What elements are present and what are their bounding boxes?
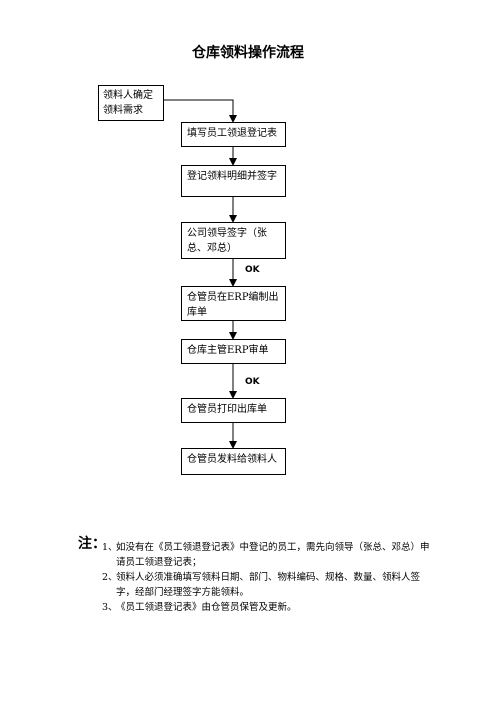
note-number: 3、 — [102, 602, 118, 613]
ok-label-2: OK — [245, 377, 260, 387]
note-text: 领料人必须准确填写领料日期、部门、物料编码、规格、数量、领料人签字，经部门经理签… — [116, 572, 421, 598]
step-box-6: 仓管员打印出库单 — [181, 398, 286, 423]
note-text: 如没有在《员工领退登记表》中登记的员工，需先向领导（张总、邓总）申请员工领退登记… — [116, 542, 430, 568]
start-box: 领料人确定领料需求 — [98, 85, 164, 121]
ok-label-1: OK — [245, 265, 260, 275]
step-box-4: 仓管员在ERP编制出库单 — [181, 286, 286, 321]
page-title: 仓库领料操作流程 — [192, 45, 304, 61]
step-box-3: 公司领导签字（张总、邓总） — [181, 222, 286, 259]
note-number: 2、 — [102, 572, 118, 583]
note-item-2: 2、领料人必须准确填写领料日期、部门、物料编码、规格、数量、领料人签字，经部门经… — [102, 570, 438, 600]
step-box-2: 登记领料明细并签字 — [181, 165, 286, 197]
note-text: 《员工领退登记表》由仓管员保管及更新。 — [116, 602, 297, 613]
notes-label: 注： — [78, 536, 106, 552]
connector-start — [164, 99, 237, 123]
note-item-3: 3、《员工领退登记表》由仓管员保管及更新。 — [102, 600, 438, 615]
step-box-1: 填写员工领退登记表 — [181, 122, 286, 147]
note-item-1: 1、如没有在《员工领退登记表》中登记的员工，需先向领导（张总、邓总）申请员工领退… — [102, 540, 438, 570]
step-box-5: 仓库主管ERP审单 — [181, 339, 286, 364]
step-box-7: 仓管员发料给领料人 — [181, 448, 286, 475]
notes-section: 注： 1、如没有在《员工领退登记表》中登记的员工，需先向领导（张总、邓总）申请员… — [78, 536, 438, 615]
note-number: 1、 — [102, 542, 118, 553]
